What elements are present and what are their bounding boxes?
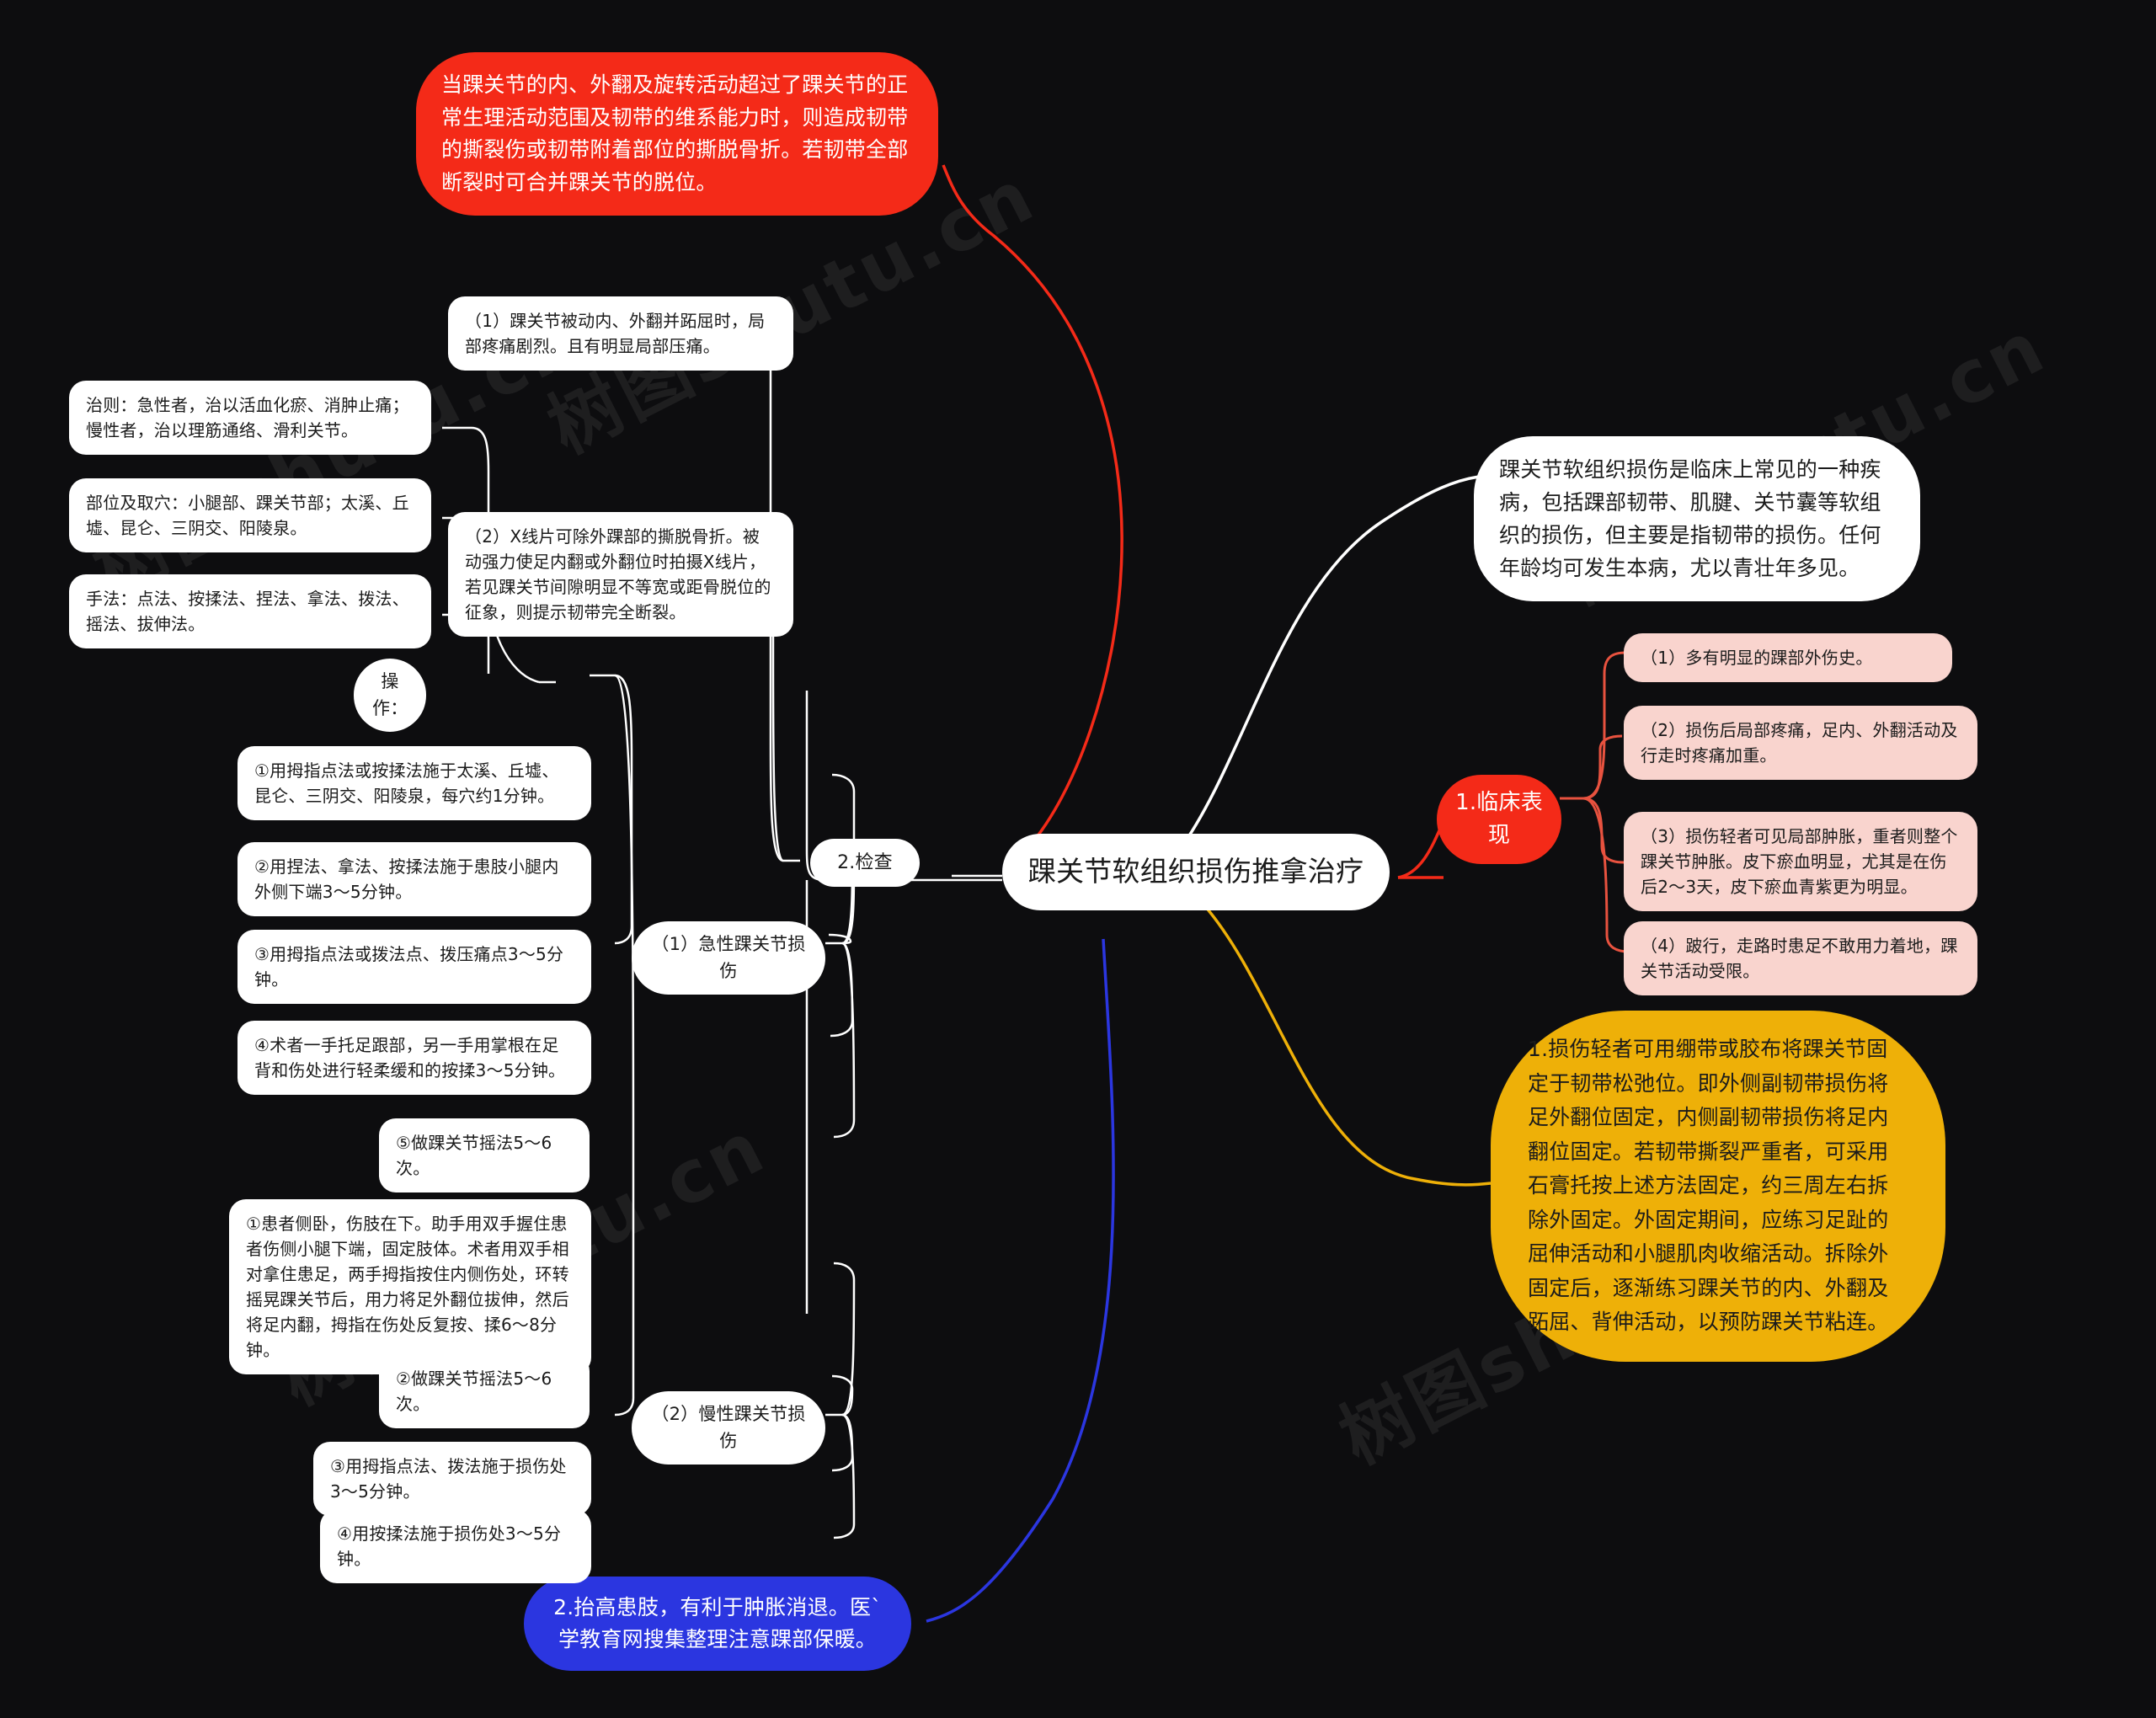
acute-step-1-text: ①用拇指点法或按揉法施于太溪、丘墟、昆仑、三阴交、阳陵泉，每穴约1分钟。 <box>254 760 559 806</box>
examination-item-1[interactable]: （1）踝关节被动内、外翻并跖屈时，局部疼痛剧烈。且有明显局部压痛。 <box>448 296 793 371</box>
acute-step-1[interactable]: ①用拇指点法或按揉法施于太溪、丘墟、昆仑、三阴交、阳陵泉，每穴约1分钟。 <box>237 746 591 820</box>
chronic-step-1-text: ①患者侧卧，伤肢在下。助手用双手握住患者伤侧小腿下端，固定肢体。术者用双手相对拿… <box>246 1214 569 1360</box>
treatment-techniques[interactable]: 手法：点法、按揉法、捏法、拿法、拨法、摇法、拔伸法。 <box>69 574 431 648</box>
branch-clinical-label: 1.临床表现 <box>1455 790 1543 848</box>
acute-step-5-text: ⑤做踝关节摇法5～6次。 <box>396 1133 552 1178</box>
central-topic[interactable]: 踝关节软组织损伤推拿治疗 <box>1002 834 1390 910</box>
branch-examination[interactable]: 2.检查 <box>810 839 920 887</box>
clinical-item-4-text: （4）跛行，走路时患足不敢用力着地，踝关节活动受限。 <box>1641 936 1958 981</box>
acute-step-2-text: ②用捏法、拿法、按揉法施于患肢小腿内外侧下端3～5分钟。 <box>254 856 559 902</box>
chronic-step-3[interactable]: ③用拇指点法、拨法施于损伤处3～5分钟。 <box>313 1442 591 1516</box>
examination-item-2[interactable]: （2）X线片可除外踝部的撕脱骨折。被动强力使足内翻或外翻位时拍摄X线片，若见踝关… <box>448 512 793 637</box>
acute-step-2[interactable]: ②用捏法、拿法、按揉法施于患肢小腿内外侧下端3～5分钟。 <box>237 842 591 916</box>
acute-step-3-text: ③用拇指点法或拨法点、拨压痛点3～5分钟。 <box>254 944 564 990</box>
chronic-step-2-text: ②做踝关节摇法5～6次。 <box>396 1369 552 1414</box>
treatment-operation-label[interactable]: 操作： <box>354 659 426 732</box>
treatment-site-points-text: 部位及取穴：小腿部、踝关节部；太溪、丘墟、昆仑、三阴交、阳陵泉。 <box>86 493 409 538</box>
chronic-step-2[interactable]: ②做踝关节摇法5～6次。 <box>379 1354 590 1428</box>
treatment-principle-text: 治则：急性者，治以活血化瘀、消肿止痛；慢性者，治以理筋通络、滑利关节。 <box>86 395 409 440</box>
clinical-item-1-text: （1）多有明显的踝部外伤史。 <box>1641 648 1873 668</box>
clinical-item-1[interactable]: （1）多有明显的踝部外伤史。 <box>1624 633 1952 682</box>
clinical-item-2-text: （2）损伤后局部疼痛，足内、外翻活动及行走时疼痛加重。 <box>1641 720 1958 766</box>
branch-chronic-injury[interactable]: （2）慢性踝关节损伤 <box>632 1391 825 1465</box>
etiology-node[interactable]: 当踝关节的内、外翻及旋转活动超过了踝关节的正常生理活动范围及韧带的维系能力时，则… <box>416 52 938 216</box>
treatment-techniques-text: 手法：点法、按揉法、捏法、拿法、拨法、摇法、拔伸法。 <box>86 589 409 634</box>
clinical-item-2[interactable]: （2）损伤后局部疼痛，足内、外翻活动及行走时疼痛加重。 <box>1624 706 1977 780</box>
acute-step-4-text: ④术者一手托足跟部，另一手用掌根在足背和伤处进行轻柔缓和的按揉3～5分钟。 <box>254 1035 566 1080</box>
central-topic-label: 踝关节软组织损伤推拿治疗 <box>1027 855 1364 888</box>
overview-node[interactable]: 踝关节软组织损伤是临床上常见的一种疾病，包括踝部韧带、肌腱、关节囊等软组织的损伤… <box>1474 436 1920 601</box>
chronic-step-4-text: ④用按揉法施于损伤处3～5分钟。 <box>337 1523 562 1569</box>
fixation-node[interactable]: 1.损伤轻者可用绷带或胶布将踝关节固定于韧带松弛位。即外侧副韧带损伤将足外翻位固… <box>1491 1011 1945 1362</box>
acute-step-4[interactable]: ④术者一手托足跟部，另一手用掌根在足背和伤处进行轻柔缓和的按揉3～5分钟。 <box>237 1021 591 1095</box>
chronic-step-3-text: ③用拇指点法、拨法施于损伤处3～5分钟。 <box>330 1456 567 1502</box>
fixation-text: 1.损伤轻者可用绷带或胶布将踝关节固定于韧带松弛位。即外侧副韧带损伤将足外翻位固… <box>1528 1037 1889 1334</box>
clinical-item-3-text: （3）损伤轻者可见局部肿胀，重者则整个踝关节肿胀。皮下瘀血明显，尤其是在伤后2～… <box>1641 826 1958 897</box>
acute-step-3[interactable]: ③用拇指点法或拨法点、拨压痛点3～5分钟。 <box>237 930 591 1004</box>
branch-examination-label: 2.检查 <box>837 852 893 873</box>
clinical-item-3[interactable]: （3）损伤轻者可见局部肿胀，重者则整个踝关节肿胀。皮下瘀血明显，尤其是在伤后2～… <box>1624 812 1977 911</box>
clinical-item-4[interactable]: （4）跛行，走路时患足不敢用力着地，踝关节活动受限。 <box>1624 921 1977 995</box>
examination-item-2-text: （2）X线片可除外踝部的撕脱骨折。被动强力使足内翻或外翻位时拍摄X线片，若见踝关… <box>465 526 771 622</box>
examination-item-1-text: （1）踝关节被动内、外翻并跖屈时，局部疼痛剧烈。且有明显局部压痛。 <box>465 311 766 356</box>
branch-acute-injury[interactable]: （1）急性踝关节损伤 <box>632 921 825 995</box>
branch-acute-label: （1）急性踝关节损伤 <box>651 934 806 981</box>
chronic-step-1[interactable]: ①患者侧卧，伤肢在下。助手用双手握住患者伤侧小腿下端，固定肢体。术者用双手相对拿… <box>229 1199 591 1374</box>
treatment-site-points[interactable]: 部位及取穴：小腿部、踝关节部；太溪、丘墟、昆仑、三阴交、阳陵泉。 <box>69 478 431 552</box>
branch-chronic-label: （2）慢性踝关节损伤 <box>651 1404 806 1451</box>
etiology-text: 当踝关节的内、外翻及旋转活动超过了踝关节的正常生理活动范围及韧带的维系能力时，则… <box>441 72 909 195</box>
acute-step-5[interactable]: ⑤做踝关节摇法5～6次。 <box>379 1118 590 1192</box>
branch-clinical-manifestations[interactable]: 1.临床表现 <box>1437 775 1561 864</box>
elevation-node[interactable]: 2.抬高患肢，有利于肿胀消退。医`学教育网搜集整理注意踝部保暖。 <box>524 1577 911 1671</box>
elevation-text: 2.抬高患肢，有利于肿胀消退。医`学教育网搜集整理注意踝部保暖。 <box>553 1595 882 1651</box>
treatment-principle[interactable]: 治则：急性者，治以活血化瘀、消肿止痛；慢性者，治以理筋通络、滑利关节。 <box>69 381 431 455</box>
operation-label-text: 操作： <box>372 671 408 718</box>
overview-text: 踝关节软组织损伤是临床上常见的一种疾病，包括踝部韧带、肌腱、关节囊等软组织的损伤… <box>1499 457 1881 580</box>
chronic-step-4[interactable]: ④用按揉法施于损伤处3～5分钟。 <box>320 1509 591 1583</box>
